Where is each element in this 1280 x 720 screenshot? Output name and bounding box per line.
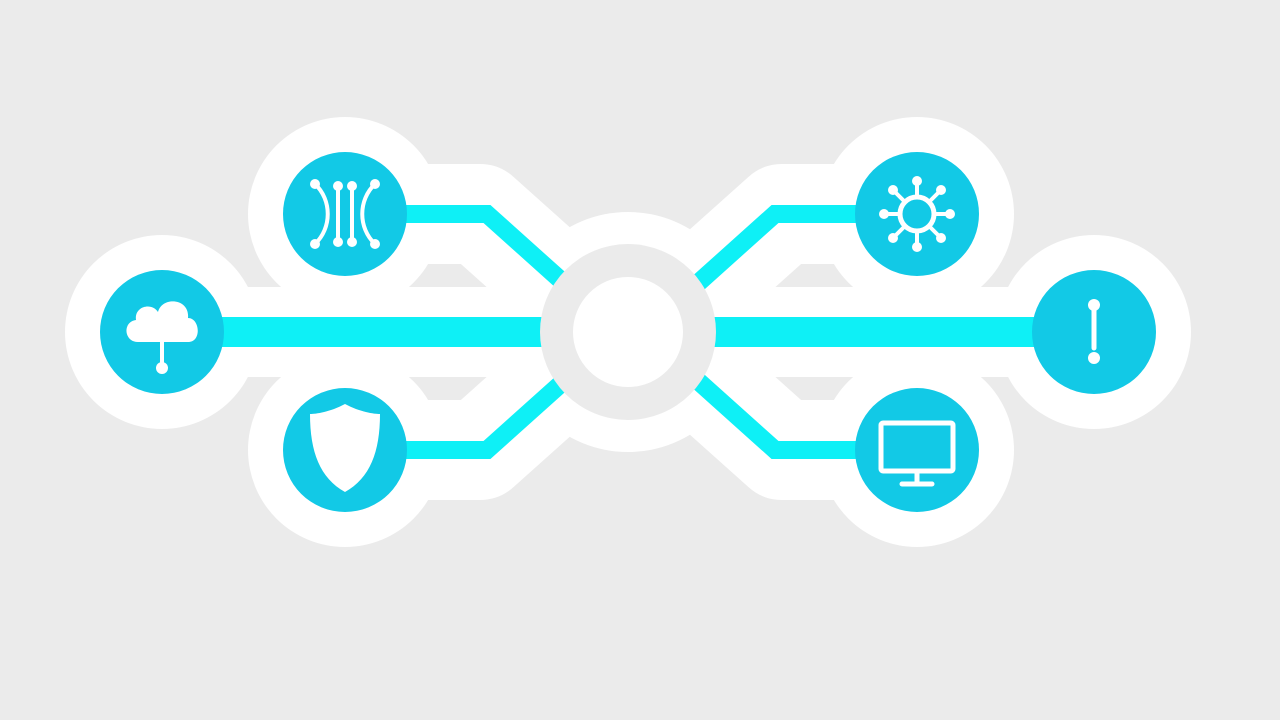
node-alert — [1032, 270, 1156, 394]
node-shield — [283, 388, 407, 512]
exclamation-icon — [1088, 299, 1100, 364]
hub-center — [573, 277, 683, 387]
cloud-icon — [126, 301, 198, 374]
node-branch — [283, 152, 407, 276]
central-hub — [540, 244, 716, 420]
node-cloud — [100, 270, 224, 394]
shield-icon — [310, 404, 380, 492]
node-monitor — [855, 388, 979, 512]
network-hub-icon — [879, 176, 955, 252]
node-network — [855, 152, 979, 276]
branch-connector-icon — [310, 179, 380, 249]
monitor-icon — [878, 420, 956, 487]
